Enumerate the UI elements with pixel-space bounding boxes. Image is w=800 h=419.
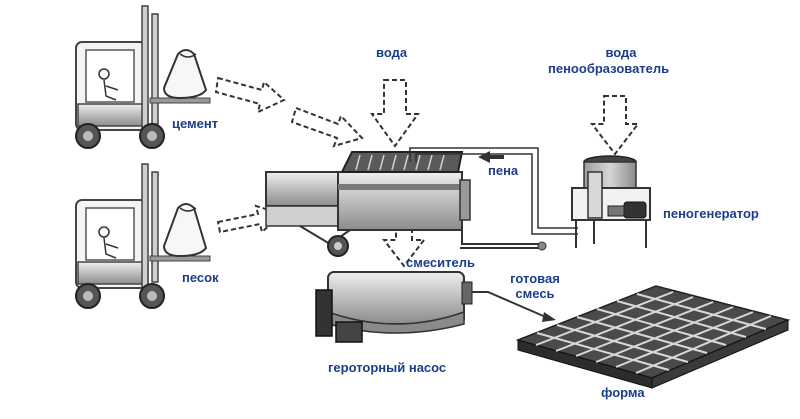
- forklift-sand-icon: [75, 163, 211, 309]
- foam-direction-arrow: [478, 151, 504, 163]
- mixer-icon: [265, 151, 547, 257]
- cement-label: цемент: [172, 116, 219, 131]
- gerotor-pump-icon: [315, 271, 556, 343]
- gerotor-pump-label: героторный насос: [328, 360, 447, 375]
- cement-flow-arrow-2: [290, 106, 364, 148]
- water-right-label: вода: [605, 45, 637, 60]
- foam-pipe: [409, 147, 578, 235]
- forklift-cement-icon: [75, 5, 211, 149]
- ready-mix-label-line1: готовая: [510, 271, 560, 286]
- foam-generator-label: пеногенератор: [663, 206, 759, 221]
- mix-flow-arrow: [381, 203, 427, 268]
- water-top-label: вода: [376, 45, 408, 60]
- foam-generator-icon: [571, 155, 651, 248]
- foaming-agent-label: пенообразователь: [548, 61, 670, 76]
- mold-label: форма: [601, 385, 645, 400]
- water-flow-arrow: [370, 79, 420, 148]
- mold-grid-icon: [515, 285, 791, 389]
- cement-flow-arrow-1: [214, 76, 286, 114]
- ready-mix-label-line2: смесь: [515, 286, 555, 301]
- mixer-label: смеситель: [406, 255, 475, 270]
- foaming-agent-flow-arrow: [589, 95, 641, 156]
- sand-label: песок: [182, 270, 219, 285]
- foam-label: пена: [488, 163, 519, 178]
